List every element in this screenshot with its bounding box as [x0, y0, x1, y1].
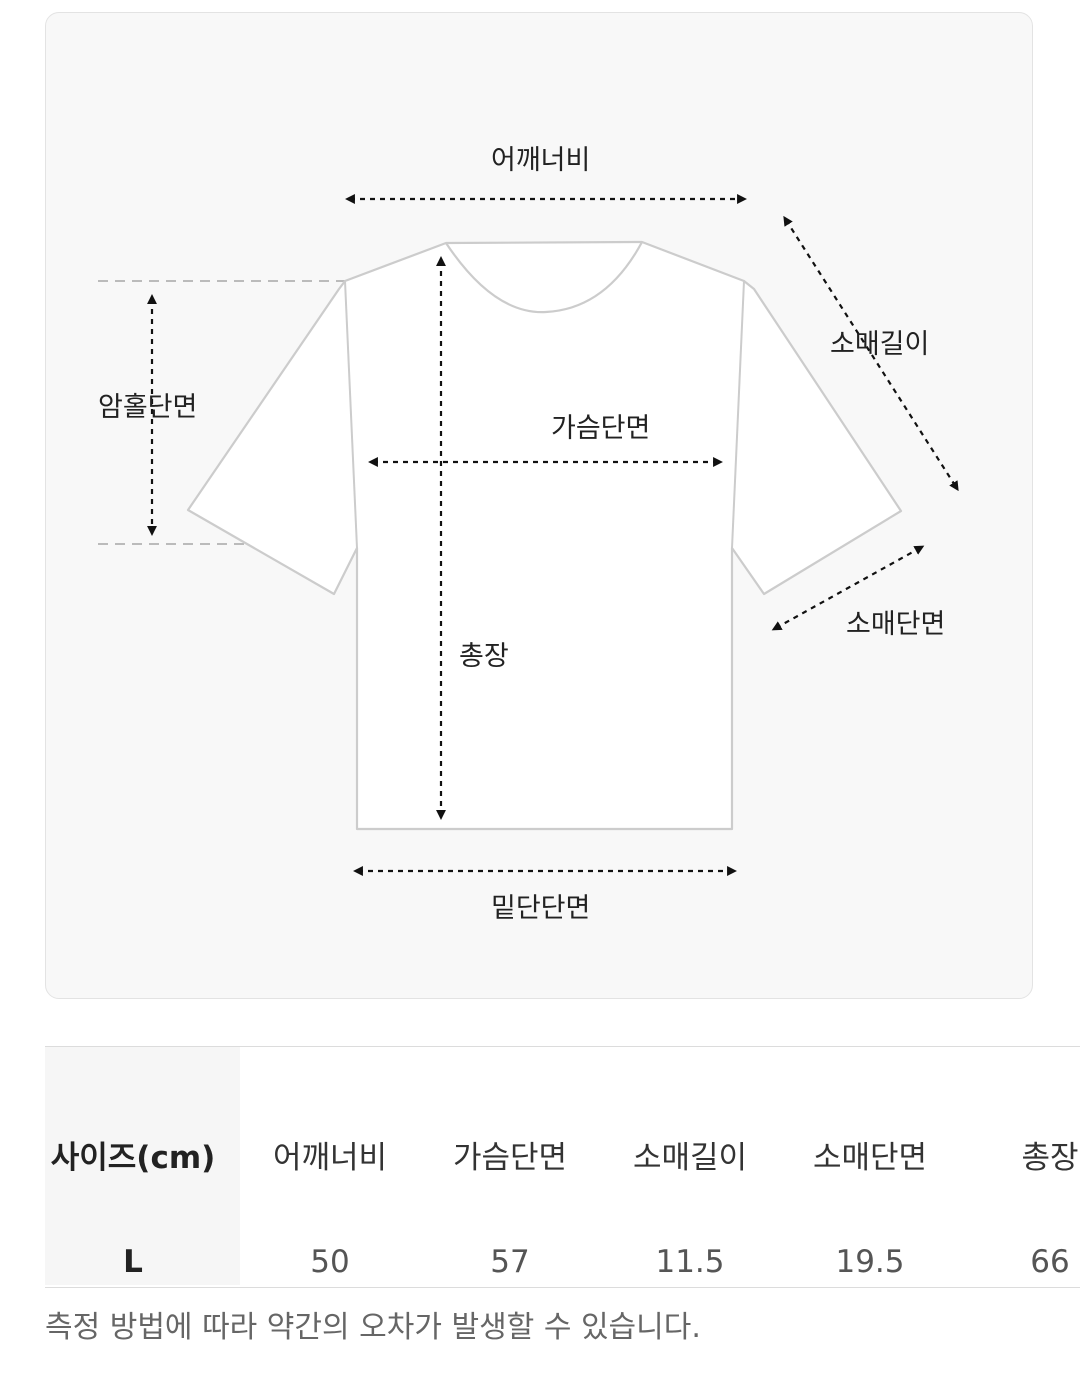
right-side-seam — [731, 280, 745, 549]
neckline — [445, 241, 643, 314]
armhole-label: 암홀단면 — [98, 392, 198, 423]
size-header-label: 사이즈(cm) — [50, 1140, 216, 1176]
column-header-shoulder: 어깨너비 — [272, 1140, 388, 1176]
value-total-length: 66 — [1030, 1244, 1070, 1280]
total-length-label: 총장 — [459, 641, 509, 672]
sleeve-opening-arrow — [771, 545, 925, 631]
column-header-sleeve-opening: 소매단면 — [812, 1140, 928, 1176]
hem-label: 밑단단면 — [491, 893, 591, 924]
value-shoulder: 50 — [310, 1244, 350, 1280]
column-header-total-length: 총장 — [1021, 1140, 1079, 1176]
tshirt-outline — [186, 240, 903, 831]
column-header-chest: 가슴단면 — [452, 1140, 568, 1176]
value-chest: 57 — [490, 1244, 530, 1280]
size-diagram-card: 어깨너비 소매길이 암홀단면 가슴단면 총장 소매단면 밑단단면 — [45, 12, 1033, 999]
value-sleeve-opening: 19.5 — [835, 1244, 905, 1280]
tshirt-diagram — [98, 194, 959, 876]
sleeve-length-label: 소매길이 — [830, 329, 930, 360]
shoulder-width-label: 어깨너비 — [491, 145, 591, 176]
column-header-sleeve-length: 소매길이 — [632, 1140, 748, 1176]
measurement-note: 측정 방법에 따라 약간의 오차가 발생할 수 있습니다. — [45, 1310, 701, 1345]
size-table-header-column — [45, 1047, 240, 1285]
left-side-seam — [344, 280, 358, 549]
sleeve-opening-label: 소매단면 — [846, 609, 946, 640]
value-sleeve-length: 11.5 — [655, 1244, 725, 1280]
sleeve-length-arrow — [783, 215, 959, 492]
chest-label: 가슴단면 — [551, 413, 651, 444]
size-row-label: L — [123, 1244, 143, 1280]
size-table: 사이즈(cm) 어깨너비 가슴단면 소매길이 소매단면 총장 L 50 57 1… — [45, 1046, 1080, 1288]
